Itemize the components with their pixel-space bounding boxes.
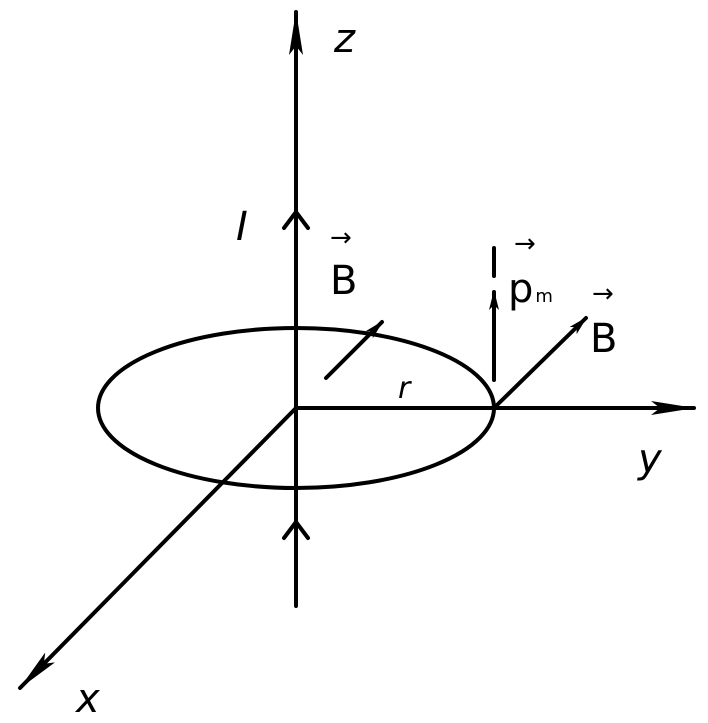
current-loop: [96, 326, 496, 490]
current-direction-lower-icon: [282, 518, 310, 540]
b-center-label: B: [330, 258, 357, 304]
pm-label-main: p: [508, 266, 533, 312]
x-axis-label: x: [74, 676, 100, 722]
x-axis: [18, 406, 298, 690]
pm-arrow-glyph: →: [514, 229, 536, 259]
radius-label: r: [398, 371, 412, 406]
y-axis-label: y: [637, 436, 663, 482]
current-label: I: [236, 204, 248, 250]
z-axis-label: z: [333, 16, 356, 62]
b-vector-ring: [494, 316, 588, 408]
b-vector-center: [324, 320, 384, 380]
current-direction-upper-icon: [282, 208, 310, 230]
b-ring-arrow-glyph: →: [592, 279, 614, 309]
b-center-arrow-glyph: →: [330, 223, 352, 253]
pm-label-subscript: m: [535, 286, 553, 307]
b-ring-label: B: [590, 316, 617, 362]
